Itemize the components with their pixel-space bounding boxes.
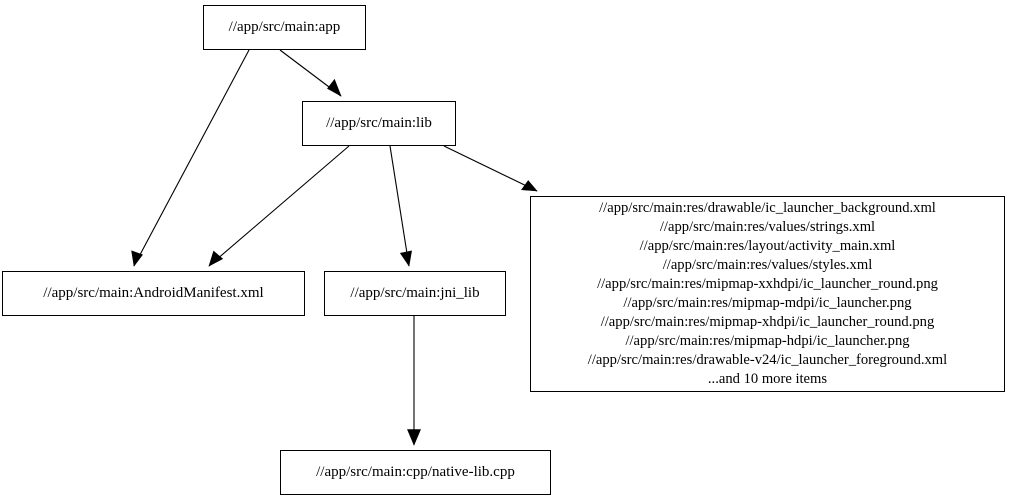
node-label-res_bundle: //app/src/main:res/drawable/ic_launcher_… — [587, 199, 948, 388]
node-native_lib[interactable]: //app/src/main:cpp/native-lib.cpp — [280, 450, 551, 495]
node-lib[interactable]: //app/src/main:lib — [302, 101, 456, 146]
node-manifest[interactable]: //app/src/main:AndroidManifest.xml — [2, 271, 305, 316]
arrowhead-jni_lib-to-native_lib — [407, 429, 421, 446]
edge-lib-to-res_bundle — [443, 145, 538, 192]
node-jni_lib[interactable]: //app/src/main:jni_lib — [324, 271, 506, 316]
node-label-lib: //app/src/main:lib — [326, 115, 432, 131]
edge-lib-to-jni_lib — [389, 145, 410, 267]
arrowhead-app-to-manifest — [131, 250, 143, 267]
node-label-native_lib: //app/src/main:cpp/native-lib.cpp — [316, 464, 515, 480]
arrowhead-app-to-lib — [327, 78, 342, 97]
arrowhead-lib-to-manifest — [208, 250, 224, 267]
arrowhead-lib-to-jni_lib — [399, 250, 412, 267]
edge-app-to-manifest — [133, 49, 250, 267]
node-label-jni_lib: //app/src/main:jni_lib — [350, 285, 480, 301]
node-label-app: //app/src/main:app — [228, 19, 341, 35]
node-app[interactable]: //app/src/main:app — [203, 5, 366, 50]
arrowhead-lib-to-res_bundle — [521, 180, 538, 192]
edges-group — [131, 49, 538, 446]
node-label-manifest: //app/src/main:AndroidManifest.xml — [43, 285, 264, 301]
edge-lib-to-manifest — [208, 145, 350, 267]
node-res_bundle[interactable]: //app/src/main:res/drawable/ic_launcher_… — [530, 196, 1005, 392]
